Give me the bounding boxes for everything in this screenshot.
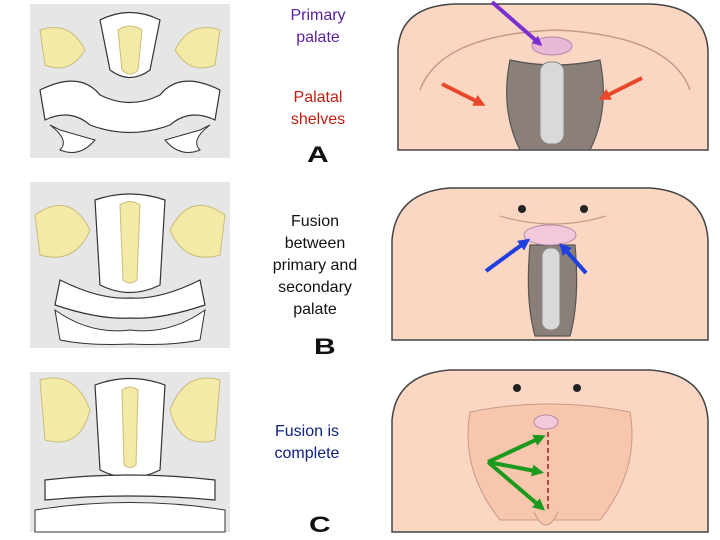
stage-letter-b: B — [314, 334, 337, 359]
coronal-section-a — [30, 4, 230, 158]
label-primary-palate: Primary palate — [290, 7, 346, 46]
arrows-palatal-shelves — [441, 76, 643, 106]
label-palatal-shelves: Palatal shelves — [290, 89, 346, 128]
stage-letter-c: C — [309, 512, 332, 537]
arrows-fusion-complete — [486, 434, 546, 511]
label-fusion-between: Fusion between primary and secondary pal… — [272, 213, 358, 318]
stage-letter-a: A — [307, 142, 330, 167]
arrow-primary-palate — [490, 0, 543, 46]
palate-view-c — [391, 369, 709, 533]
palate-view-b — [391, 187, 709, 341]
coronal-section-c — [30, 372, 230, 533]
arrows-fusion-between — [484, 238, 588, 275]
coronal-section-b — [30, 182, 230, 348]
label-fusion-complete: Fusion is complete — [274, 423, 340, 462]
palate-view-a — [397, 3, 709, 151]
